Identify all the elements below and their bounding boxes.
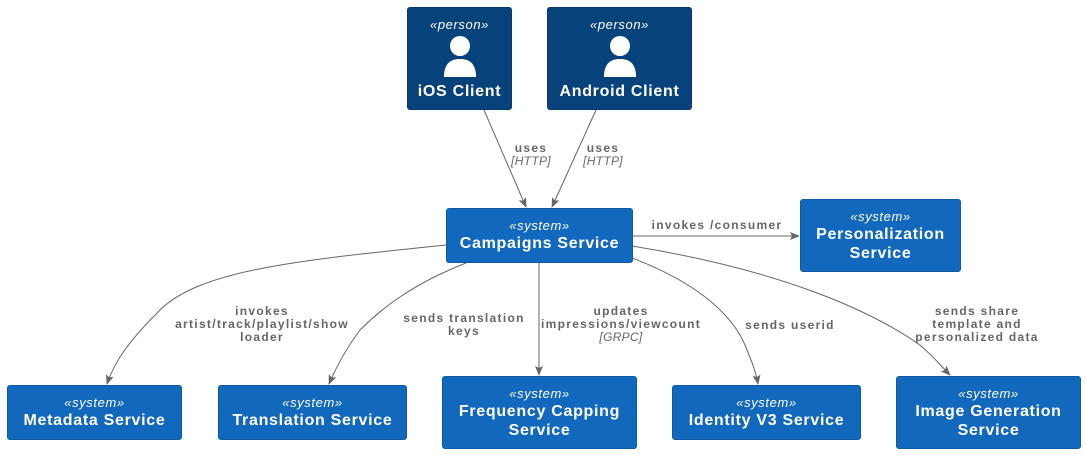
edge-label-text: uses [586, 141, 620, 155]
node-frequency-capping-service[interactable]: «system» Frequency Capping Service [442, 376, 637, 449]
node-title: Identity V3 Service [688, 412, 845, 429]
edge-label-text: loader [240, 330, 284, 344]
node-title-line: Service [508, 421, 571, 439]
edge-label-text: template and [932, 317, 1022, 331]
node-identity-v3-service[interactable]: «system» Identity V3 Service [672, 385, 861, 440]
edge-label-ios-uses: uses [HTTP] [511, 142, 551, 168]
edge-label-text: sends userid [745, 318, 835, 332]
node-image-generation-service[interactable]: «system» Image Generation Service [896, 376, 1081, 449]
edge-ios-campaigns [483, 109, 527, 208]
edge-label-invokes-consumer: invokes /consumer [652, 219, 783, 232]
node-title: Translation Service [232, 412, 393, 429]
edge-label-text: uses [514, 141, 548, 155]
edge-label-text: updates [593, 304, 649, 318]
stereotype-label: «system» [736, 395, 797, 410]
edge-label-tech: [HTTP] [511, 154, 551, 168]
node-personalization-service[interactable]: «system» Personalization Service [800, 199, 961, 272]
node-title: Campaigns Service [459, 235, 620, 252]
edge-label-text: sends translation [403, 311, 525, 325]
stereotype-label: «person» [589, 16, 649, 32]
edge-campaigns-translation [328, 262, 467, 385]
edge-campaigns-metadata [106, 244, 447, 385]
edge-label-sends-share-template: sends share template and personalized da… [915, 305, 1038, 344]
node-metadata-service[interactable]: «system» Metadata Service [7, 385, 182, 440]
edge-label-text: invokes [235, 304, 289, 318]
edge-label-text: personalized data [915, 330, 1039, 344]
stereotype-label: «system» [958, 385, 1019, 401]
stereotype-label: «system» [282, 395, 343, 410]
person-icon [603, 35, 636, 77]
edge-android-campaigns [551, 109, 597, 208]
node-ios-client[interactable]: «person» iOS Client [407, 7, 512, 110]
edge-campaigns-imagegen [631, 245, 951, 376]
edge-campaigns-identity [631, 257, 761, 385]
edge-label-tech: [GRPC] [599, 330, 643, 344]
edge-label-text: artist/track/playlist/show [175, 317, 349, 331]
node-title: Metadata Service [23, 412, 166, 429]
node-title-line: Service [849, 244, 912, 262]
node-title: Android Client [559, 82, 680, 100]
stereotype-label: «system» [64, 395, 125, 410]
edge-label-text: impressions/viewcount [540, 317, 702, 331]
stereotype-label: «system» [509, 385, 570, 401]
node-campaigns-service[interactable]: «system» Campaigns Service [446, 208, 633, 263]
edge-label-sends-userid: sends userid [745, 319, 835, 332]
node-translation-service[interactable]: «system» Translation Service [218, 385, 407, 440]
node-title-line: Personalization [816, 225, 945, 243]
edge-label-sends-translation-keys: sends translation keys [403, 312, 524, 338]
stereotype-label: «person» [429, 16, 489, 32]
node-title: iOS Client [417, 82, 502, 100]
edge-label-tech: [HTTP] [583, 154, 623, 168]
node-title-line: Frequency Capping [458, 402, 621, 420]
edge-label-text: keys [448, 324, 480, 338]
edge-label-updates-impressions: updates impressions/viewcount [GRPC] [541, 305, 701, 344]
edge-label-android-uses: uses [HTTP] [583, 142, 623, 168]
node-title-line: Service [957, 421, 1020, 439]
node-android-client[interactable]: «person» Android Client [547, 7, 692, 110]
stereotype-label: «system» [509, 218, 570, 233]
person-icon [443, 35, 476, 77]
stereotype-label: «system» [850, 208, 911, 224]
node-title-line: Image Generation [915, 402, 1062, 420]
edge-label-text: sends share [934, 304, 1020, 318]
edge-label-text: invokes /consumer [651, 218, 783, 232]
edge-label-invokes-loader: invokes artist/track/playlist/show loade… [175, 305, 349, 344]
